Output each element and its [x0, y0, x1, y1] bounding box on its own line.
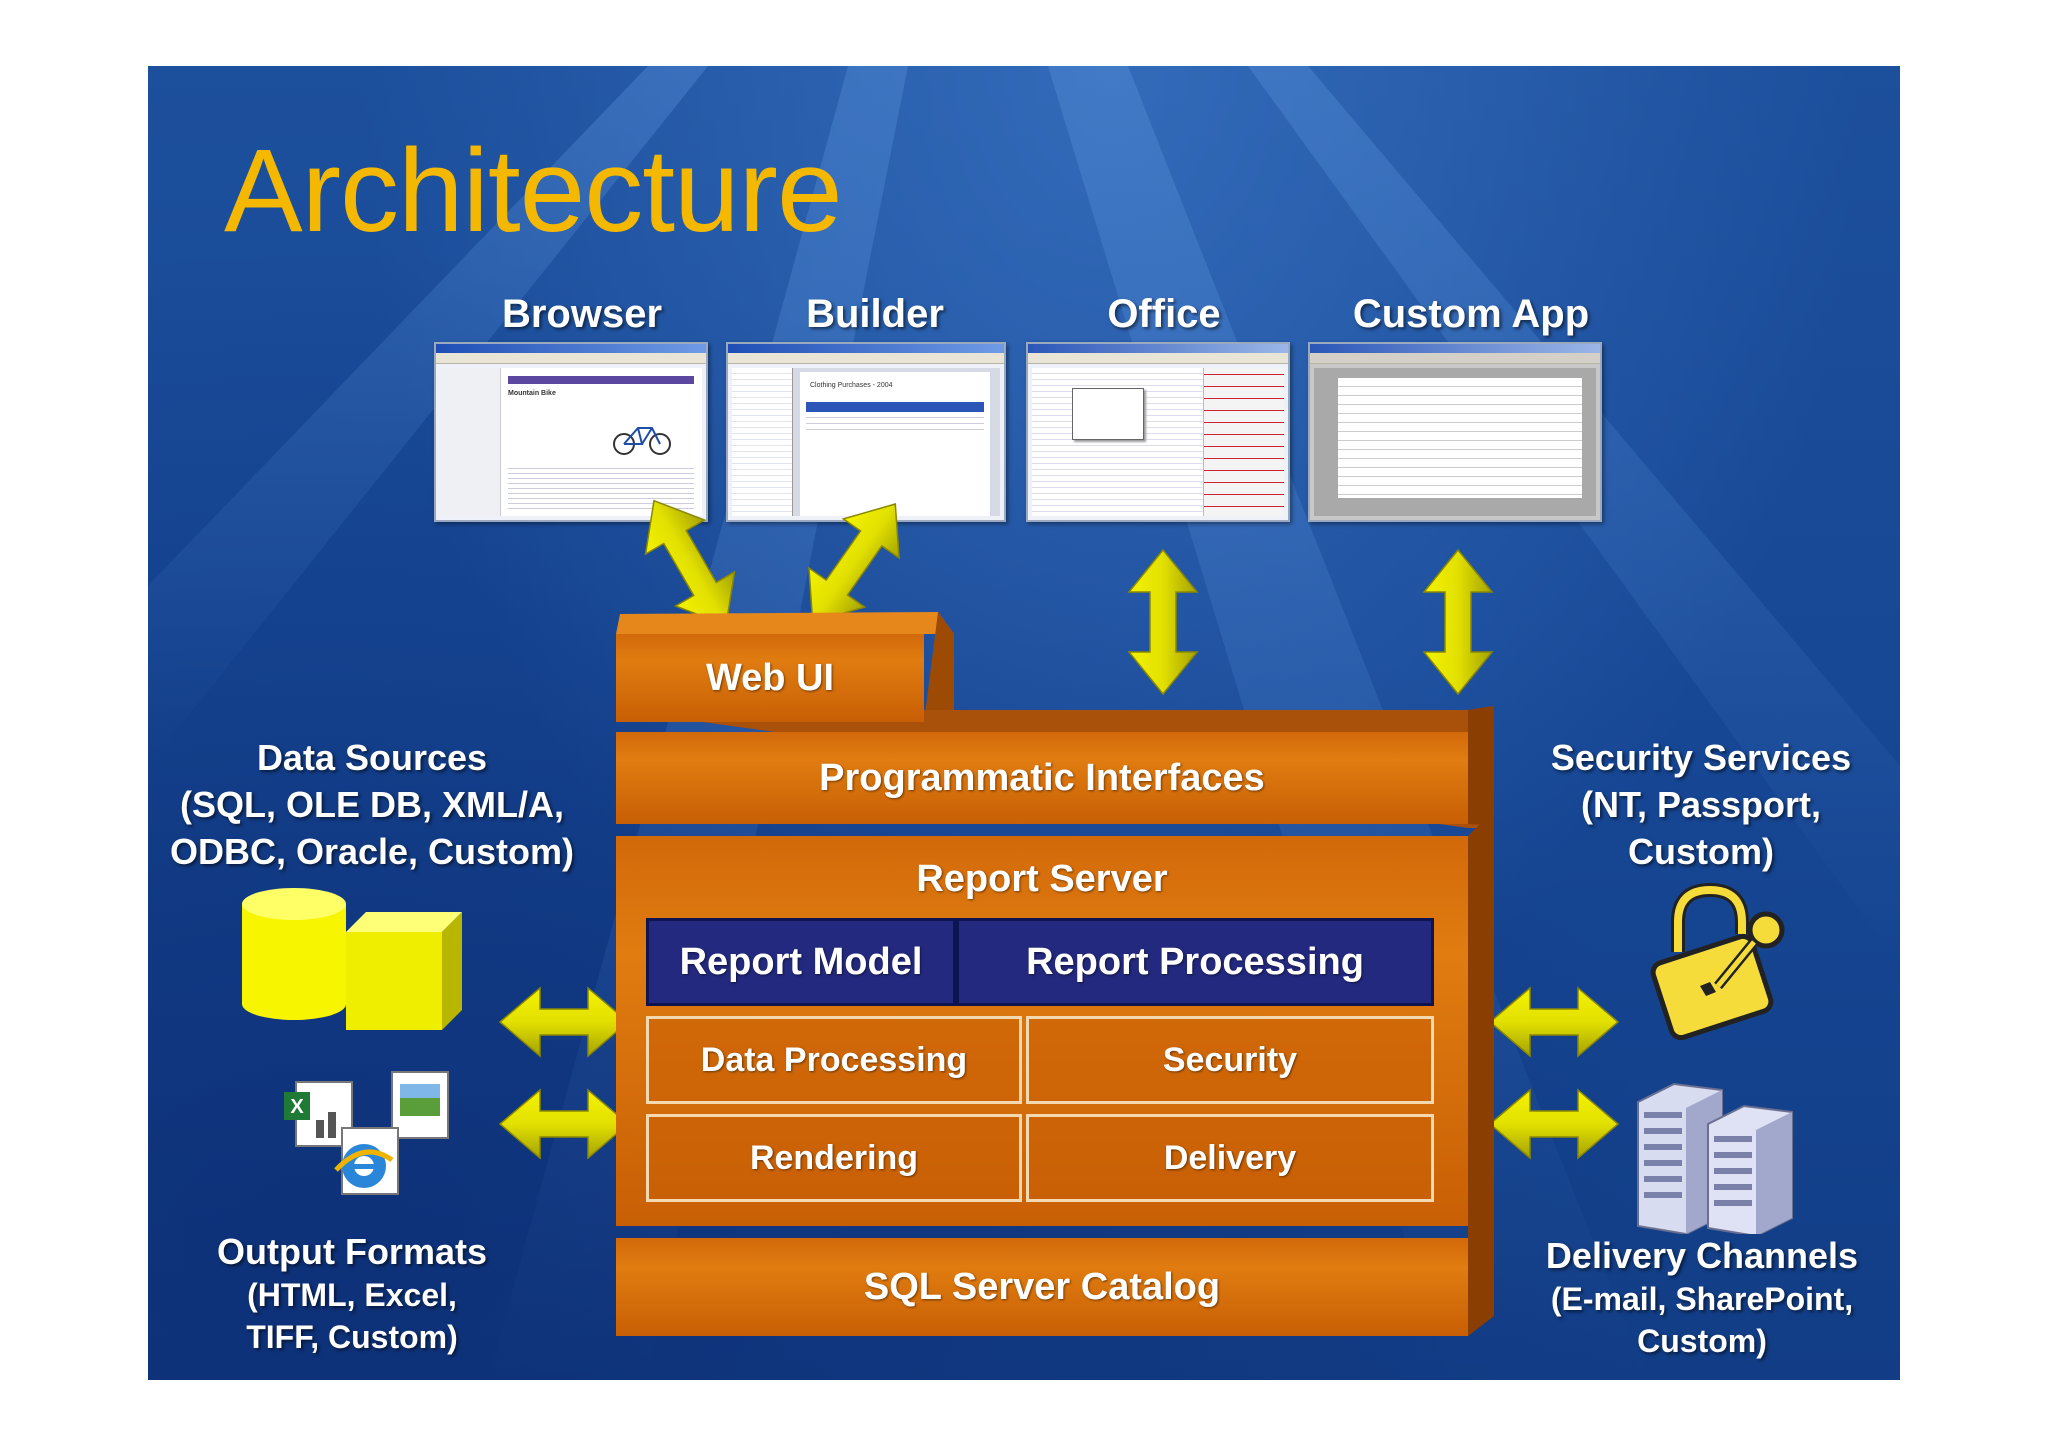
svg-text:X: X — [290, 1096, 304, 1118]
slide-title: Architecture — [224, 125, 843, 257]
data-sources-label: Data Sources (SQL, OLE DB, XML/A, ODBC, … — [152, 734, 592, 875]
security-services-line3: Custom) — [1628, 831, 1774, 872]
delivery-channels-title: Delivery Channels — [1545, 1235, 1859, 1276]
output-formats-line2: (HTML, Excel, — [247, 1277, 457, 1313]
client-label-office: Office — [1107, 292, 1221, 336]
arrow-datasources — [499, 987, 629, 1057]
browser-screenshot-heading: Mountain Bike — [508, 390, 556, 397]
security-box: Security — [1026, 1016, 1434, 1104]
report-model-box: Report Model — [646, 918, 956, 1006]
delivery-box: Delivery — [1026, 1114, 1434, 1202]
client-label-builder: Builder — [806, 292, 944, 336]
html-file-icon — [334, 1127, 399, 1195]
delivery-channels-line3: Custom) — [1637, 1323, 1767, 1359]
report-processing-box: Report Processing — [956, 918, 1434, 1006]
security-services-title: Security Services — [1550, 737, 1852, 778]
padlock-key-icon — [1650, 882, 1785, 1041]
data-sources-line2: (SQL, OLE DB, XML/A, — [180, 784, 564, 825]
data-sources-line3: ODBC, Oracle, Custom) — [169, 831, 575, 872]
data-sources-title: Data Sources — [256, 737, 488, 778]
rendering-box: Rendering — [646, 1114, 1022, 1202]
delivery-channels-line2: (E-mail, SharePoint, — [1550, 1281, 1854, 1317]
output-formats-icon: X — [284, 1071, 449, 1195]
report-server-label: Report Server — [916, 858, 1168, 900]
sql-server-catalog-box: SQL Server Catalog — [616, 1238, 1468, 1336]
image-file-icon — [391, 1071, 449, 1139]
builder-screenshot-heading: Clothing Purchases - 2004 — [810, 382, 893, 389]
arrow-security — [1489, 987, 1619, 1057]
arrow-delivery — [1489, 1089, 1619, 1159]
arrow-office-interfaces — [1128, 549, 1198, 695]
office-screenshot — [1026, 342, 1290, 522]
bicycle-icon — [613, 427, 671, 455]
programmatic-interfaces-box: Programmatic Interfaces — [616, 732, 1468, 824]
custom-app-screenshot — [1308, 342, 1602, 522]
data-sources-icon — [242, 888, 462, 1030]
client-label-browser: Browser — [501, 292, 663, 336]
arrow-customapp-interfaces — [1423, 549, 1493, 695]
security-services-line2: (NT, Passport, — [1580, 784, 1822, 825]
output-formats-label: Output Formats (HTML, Excel, TIFF, Custo… — [202, 1230, 502, 1358]
output-formats-line3: TIFF, Custom) — [246, 1319, 458, 1355]
security-services-label: Security Services (NT, Passport, Custom) — [1526, 734, 1876, 875]
web-ui-box: Web UI — [616, 634, 924, 722]
output-formats-title: Output Formats — [217, 1231, 487, 1272]
browser-screenshot: Mountain Bike — [434, 342, 708, 522]
slide: Architecture Browser Builder Office Cust… — [148, 66, 1900, 1380]
arrow-outputformats — [499, 1089, 629, 1159]
builder-screenshot: Clothing Purchases - 2004 — [726, 342, 1006, 522]
data-processing-box: Data Processing — [646, 1016, 1022, 1104]
client-label-custom-app: Custom App — [1352, 292, 1590, 336]
delivery-channels-label: Delivery Channels (E-mail, SharePoint, C… — [1532, 1234, 1872, 1362]
servers-icon — [1637, 1082, 1793, 1234]
